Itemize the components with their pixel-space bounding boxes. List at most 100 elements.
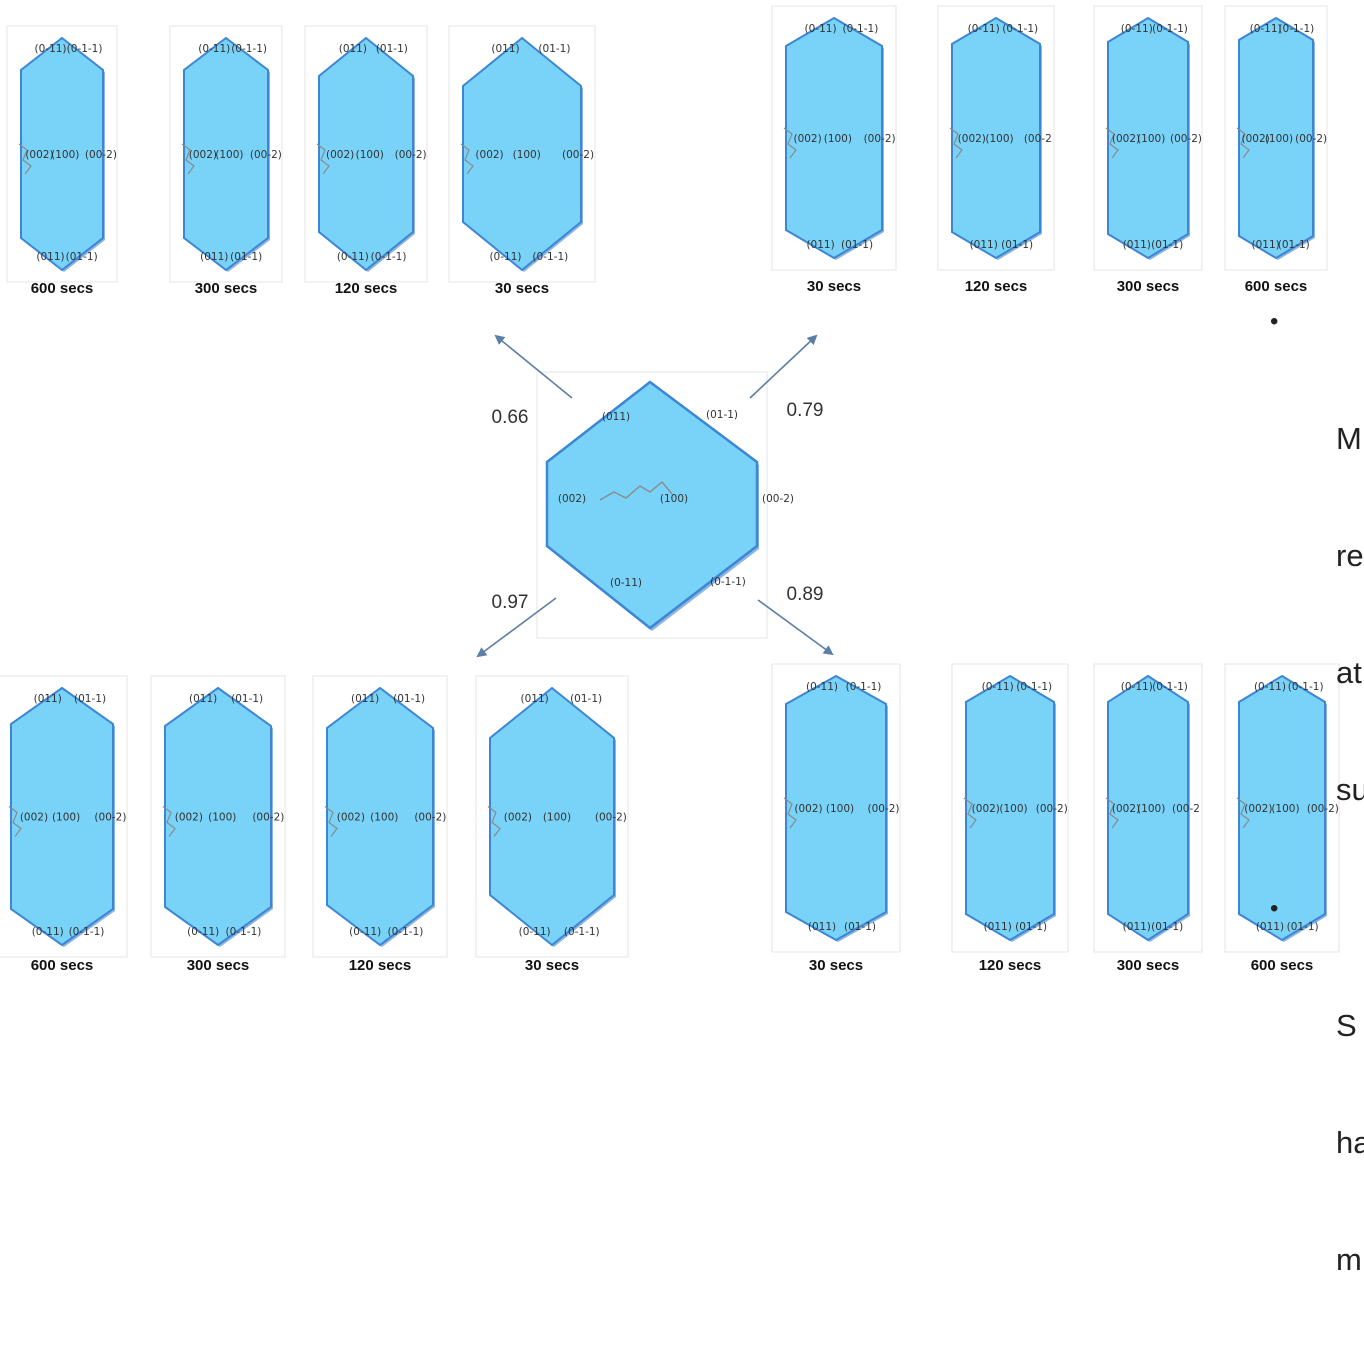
- bottom-right-panel-3-caption: 300 secs: [1117, 957, 1180, 974]
- arrow-up-right: [749, 334, 818, 399]
- top-left-panel-2-molecule-sketch: [181, 143, 195, 175]
- bullet-2: • S ha m: [1262, 889, 1364, 1357]
- ratio-label-up-left: 0.66: [492, 407, 529, 428]
- bottom-left-panel-4-facet-label-right: (00-2): [595, 812, 627, 824]
- bullet-2-marker: •: [1270, 895, 1279, 922]
- top-left-panel-4-facet-label-bottom-right: (0-1-1): [532, 251, 568, 263]
- bottom-left-panel-3-facet-label-right: (00-2): [414, 812, 446, 824]
- top-left-panel-4-facet-label-right: (00-2): [562, 149, 594, 161]
- top-left-panel-2-facet-label-left: (002): [189, 149, 217, 161]
- bottom-right-panel-4-crystal: [1238, 674, 1326, 942]
- top-right-panel-4-facet-label-bottom-right: (01-1): [1278, 239, 1310, 251]
- bottom-left-panel-3-facet-label-center: (100): [370, 812, 398, 824]
- top-right-panel-2-facet-label-center: (100): [985, 133, 1013, 145]
- bottom-right-panel-4-frame: [1224, 663, 1340, 953]
- top-right-panel-2-caption: 120 secs: [965, 278, 1028, 295]
- top-left-panel-2-facet-label-top-left: (0-11): [198, 43, 230, 55]
- bottom-left-panel-4-caption: 30 secs: [525, 957, 579, 974]
- bottom-right-panel-3-facet-label-bottom-left: (011): [1123, 921, 1151, 933]
- top-left-panel-2-frame: [169, 25, 283, 283]
- top-right-panel-4-molecule-sketch: [1236, 127, 1250, 159]
- top-right-panel-4-facet-label-bottom-left: (011): [1252, 239, 1280, 251]
- bottom-right-panel-4-facet-label-bottom-right: (01-1): [1287, 921, 1319, 933]
- top-right-panel-2-crystal: [951, 16, 1041, 260]
- bottom-right-panel-2-facet-label-bottom-left: (011): [984, 921, 1012, 933]
- top-right-panel-2-facet-label-right: (00-2: [1024, 133, 1052, 145]
- top-left-panel-2-crystal: [183, 36, 269, 272]
- top-left-panel-1-facet-label-right: (00-2): [85, 149, 117, 161]
- bottom-right-panel-1-facet-label-top-left: (0-11): [806, 681, 838, 693]
- top-left-panel-1-facet-label-bottom-right: (01-1): [66, 251, 98, 263]
- top-right-panel-4-facet-label-right: (00-2): [1295, 133, 1327, 145]
- top-left-panel-4-facet-label-center: (100): [513, 149, 541, 161]
- top-right-panel-1-facet-label-center: (100): [824, 133, 852, 145]
- top-right-panel-4-frame: [1224, 5, 1328, 271]
- bottom-left-panel-3-caption: 120 secs: [349, 957, 412, 974]
- bottom-right-panel-1-facet-label-bottom-right: (01-1): [844, 921, 876, 933]
- top-right-panel-2-facet-label-top-left: (0-11): [968, 23, 1000, 35]
- bottom-left-panel-2-facet-label-center: (100): [208, 812, 236, 824]
- bottom-left-panel-3-facet-label-bottom-right: (0-1-1): [388, 926, 424, 938]
- bottom-left-panel-1-facet-label-top-right: (01-1): [74, 693, 106, 705]
- central-facet-label-left: (002): [558, 493, 586, 505]
- bottom-left-panel-4-facet-label-top-right: (01-1): [570, 693, 602, 705]
- bottom-right-panel-4-facet-label-left: (002): [1244, 803, 1272, 815]
- top-right-panel-3-facet-label-bottom-left: (011): [1123, 239, 1151, 251]
- top-left-panel-2-facet-label-right: (00-2): [250, 149, 282, 161]
- top-left-panel-3-facet-label-left: (002): [326, 149, 354, 161]
- bullet-2-line-1: S: [1336, 1008, 1357, 1043]
- top-left-panel-1-facet-label-left: (002): [25, 149, 53, 161]
- bullet-1: • M re at su: [1262, 302, 1364, 887]
- top-right-panel-1-facet-label-right: (00-2): [864, 133, 896, 145]
- bottom-left-panel-1-crystal: [10, 686, 114, 947]
- top-left-panel-3-facet-label-bottom-right: (0-1-1): [371, 251, 407, 263]
- central-facet-label-right: (00-2): [762, 493, 794, 505]
- top-right-panel-3-crystal: [1107, 16, 1189, 260]
- bottom-left-panel-3-molecule-sketch: [324, 806, 338, 837]
- bottom-left-panel-1-facet-label-top-left: (011): [34, 693, 62, 705]
- top-left-panel-3-crystal: [318, 36, 414, 272]
- bottom-left-panel-1-caption: 600 secs: [31, 957, 94, 974]
- bottom-right-panel-1-facet-label-top-right: (0-1-1): [846, 681, 882, 693]
- top-left-panel-3-facet-label-top-right: (01-1): [376, 43, 408, 55]
- bottom-left-panel-2-facet-label-right: (00-2): [252, 812, 284, 824]
- top-right-panel-2-facet-label-bottom-left: (011): [970, 239, 998, 251]
- ratio-label-down-right: 0.89: [787, 584, 824, 605]
- top-right-panel-4-facet-label-top-left: (0-11): [1250, 23, 1282, 35]
- bullet-1-line-3: at: [1336, 655, 1362, 690]
- bottom-right-panel-2-facet-label-left: (002): [972, 803, 1000, 815]
- central-crystal: [545, 380, 759, 630]
- bottom-left-panel-3-frame: [312, 675, 448, 958]
- bottom-right-panel-1-facet-label-bottom-left: (011): [808, 921, 836, 933]
- central-facet-label-center: (100): [660, 493, 688, 505]
- bottom-right-panel-1-caption: 30 secs: [809, 957, 863, 974]
- bottom-left-panel-1-frame: [0, 675, 128, 958]
- top-right-panel-3-molecule-sketch: [1105, 127, 1119, 159]
- bottom-left-panel-2-facet-label-bottom-right: (0-1-1): [226, 926, 262, 938]
- top-left-panel-1-facet-label-bottom-left: (011): [36, 251, 64, 263]
- top-right-panel-3-caption: 300 secs: [1117, 278, 1180, 295]
- bottom-right-panel-4-facet-label-top-left: (0-11): [1254, 681, 1286, 693]
- top-right-panel-1-frame: [771, 5, 897, 271]
- bottom-left-panel-1-facet-label-right: (00-2): [94, 812, 126, 824]
- bottom-left-panel-2-facet-label-top-right: (01-1): [231, 693, 263, 705]
- bottom-left-panel-3-facet-label-left: (002): [337, 812, 365, 824]
- bottom-right-panel-3-molecule-sketch: [1105, 797, 1119, 829]
- bottom-left-panel-2-facet-label-left: (002): [175, 812, 203, 824]
- bottom-right-panel-2-facet-label-bottom-right: (01-1): [1015, 921, 1047, 933]
- top-right-panel-1-molecule-sketch: [783, 127, 797, 159]
- ratio-label-down-left: 0.97: [492, 592, 529, 613]
- bottom-left-panel-2-molecule-sketch: [162, 806, 176, 837]
- top-left-panel-2-facet-label-bottom-right: (01-1): [230, 251, 262, 263]
- top-right-panel-4-facet-label-left: (002): [1242, 133, 1270, 145]
- bottom-left-panel-3-crystal: [326, 686, 434, 947]
- top-left-panel-3-molecule-sketch: [316, 143, 330, 175]
- bottom-right-panel-4-facet-label-top-right: (0-1-1): [1288, 681, 1324, 693]
- bullet-1-line-4: su: [1336, 772, 1364, 807]
- bullet-1-line-1: M: [1336, 421, 1362, 456]
- bottom-right-panel-3-crystal: [1107, 674, 1189, 942]
- top-right-panel-1-facet-label-top-left: (0-11): [805, 23, 837, 35]
- arrow-up-left: [494, 334, 573, 399]
- bottom-right-panel-1-facet-label-left: (002): [794, 803, 822, 815]
- top-left-panel-1-crystal: [20, 36, 104, 272]
